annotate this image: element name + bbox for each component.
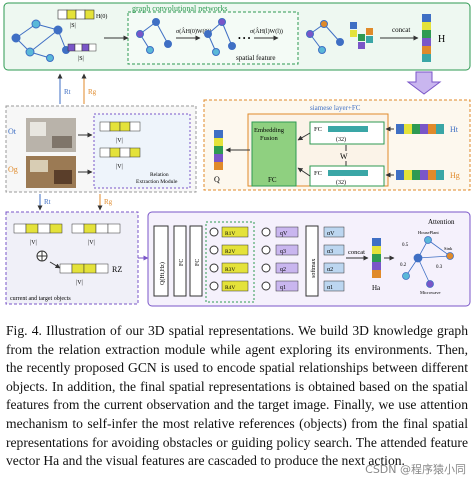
q-boxes: [275, 226, 299, 292]
graph-label-houseplant: HousePlant: [418, 230, 439, 235]
fc-col-1: [173, 225, 187, 297]
ot-label: Ot: [8, 127, 17, 136]
output-graph: [306, 20, 344, 54]
siamese-title: siamese layer+FC: [310, 104, 361, 112]
architecture-figure: graph convolutional networks H(0) |S| |S…: [3, 2, 471, 307]
alpha-item-3: α1: [327, 285, 333, 291]
concat-top-label: concat: [392, 26, 410, 34]
v-label-3: |V|: [30, 240, 37, 246]
h-label: H: [438, 34, 445, 45]
gcn-ellipsis: • • •: [238, 34, 251, 43]
softmax-label: softmax: [310, 259, 317, 278]
fc-col-2: [189, 225, 203, 297]
s-vector: [67, 43, 97, 52]
graph-label-sink: Sink: [444, 246, 453, 251]
rz-label: RZ: [112, 265, 122, 274]
rt-label-bottom: Rt: [44, 198, 51, 206]
q-item-3: q1: [280, 285, 286, 291]
fc-bottom-32: (32): [336, 179, 346, 186]
rt-vector: [13, 223, 63, 234]
rg-label-bottom: Rg: [104, 198, 113, 206]
softmax-box: [305, 225, 319, 297]
fc-top-bar: [328, 126, 368, 132]
v-label-5: |V|: [76, 280, 83, 286]
q-item-0: qV: [280, 231, 288, 237]
current-target-label: current and target objects: [10, 296, 71, 302]
gcn-layer-graph-1: [136, 18, 172, 54]
figure-caption: Fig. 4. Illustration of our 3D spatial r…: [6, 323, 468, 469]
hg-vector: [396, 170, 444, 180]
embedding-fusion-box: [251, 121, 297, 187]
ha-label: Ha: [372, 284, 381, 292]
q-item-1: q3: [280, 249, 286, 255]
fc-fusion: FC: [268, 176, 277, 184]
sum-nodes: [261, 227, 271, 291]
fc-bottom-bar: [328, 170, 368, 176]
alpha-boxes: [323, 226, 345, 292]
alpha-item-1: α3: [327, 249, 333, 255]
graph-label-microwave: Microwave: [420, 290, 441, 295]
rt-label-top: Rt: [64, 88, 71, 96]
sigma-1: σ(ÂH(0)W(0)): [176, 27, 212, 35]
q-ht-hz-label: Q(Ht,Hz): [159, 262, 166, 285]
fc-bottom-label: FC: [314, 170, 322, 177]
attention-graph: [402, 236, 454, 288]
relation-vector-2: [99, 147, 141, 158]
ha-vector: [372, 238, 381, 278]
r-item-0: R1V: [225, 231, 235, 237]
input-graph: [11, 19, 70, 62]
relation-vector-1: [99, 121, 141, 132]
q-label: Q: [214, 175, 220, 184]
s-label-mid: |S|: [78, 56, 84, 62]
fc-top-32: (32): [336, 136, 346, 143]
q-vector: [214, 130, 223, 170]
graph-weight-3: 0.2: [400, 263, 407, 268]
concat-bottom-label: concat: [348, 249, 365, 256]
gcn-title: graph convolutional networks: [132, 4, 228, 13]
r-item-3: R4V: [225, 285, 235, 291]
w-label: W: [340, 152, 348, 161]
alpha-item-2: α2: [327, 267, 333, 273]
ht-vector: [396, 124, 444, 134]
h-vector: [422, 14, 431, 62]
fc-top-label: FC: [314, 126, 322, 133]
h0-label: H(0): [96, 13, 107, 20]
down-arrow-purple: [406, 71, 442, 95]
hg-label: Hg: [450, 171, 460, 180]
sigma-2: σ(ÂH(l)W(l)): [250, 27, 283, 35]
graph-weight-1: 0.5: [402, 243, 409, 248]
rg-label-top: Rg: [88, 88, 97, 96]
attention-title: Attention: [428, 218, 455, 226]
ht-label: Ht: [450, 125, 459, 134]
watermark: CSDN @程序猿小同: [365, 463, 466, 476]
h0-vector: [57, 9, 95, 20]
alpha-item-0: αV: [327, 231, 335, 237]
mult-column: [205, 221, 255, 303]
gcn-layer-graph-2: [204, 18, 236, 56]
fc-col-1-label: FC: [179, 259, 185, 266]
r-boxes: [221, 226, 249, 292]
v-label-4: |V|: [88, 240, 95, 246]
q-item-2: q2: [280, 267, 286, 273]
og-label: Og: [8, 165, 18, 174]
rz-vector: [59, 263, 109, 274]
r-item-2: R3V: [225, 267, 235, 273]
fc-col-2-label: FC: [195, 259, 201, 266]
s-label-top: |S|: [70, 23, 76, 29]
q-ht-hz-box: [153, 225, 169, 297]
v-label-2: |V|: [116, 164, 123, 170]
r-item-1: R2V: [225, 249, 235, 255]
gcn-output-columns: [350, 22, 373, 49]
graph-weight-2: 0.3: [436, 265, 443, 270]
multiply-nodes: [209, 227, 219, 291]
rg-vector: [71, 223, 121, 234]
spatial-feature-label: spatial feature: [236, 54, 275, 62]
v-label-1: |V|: [116, 138, 123, 144]
